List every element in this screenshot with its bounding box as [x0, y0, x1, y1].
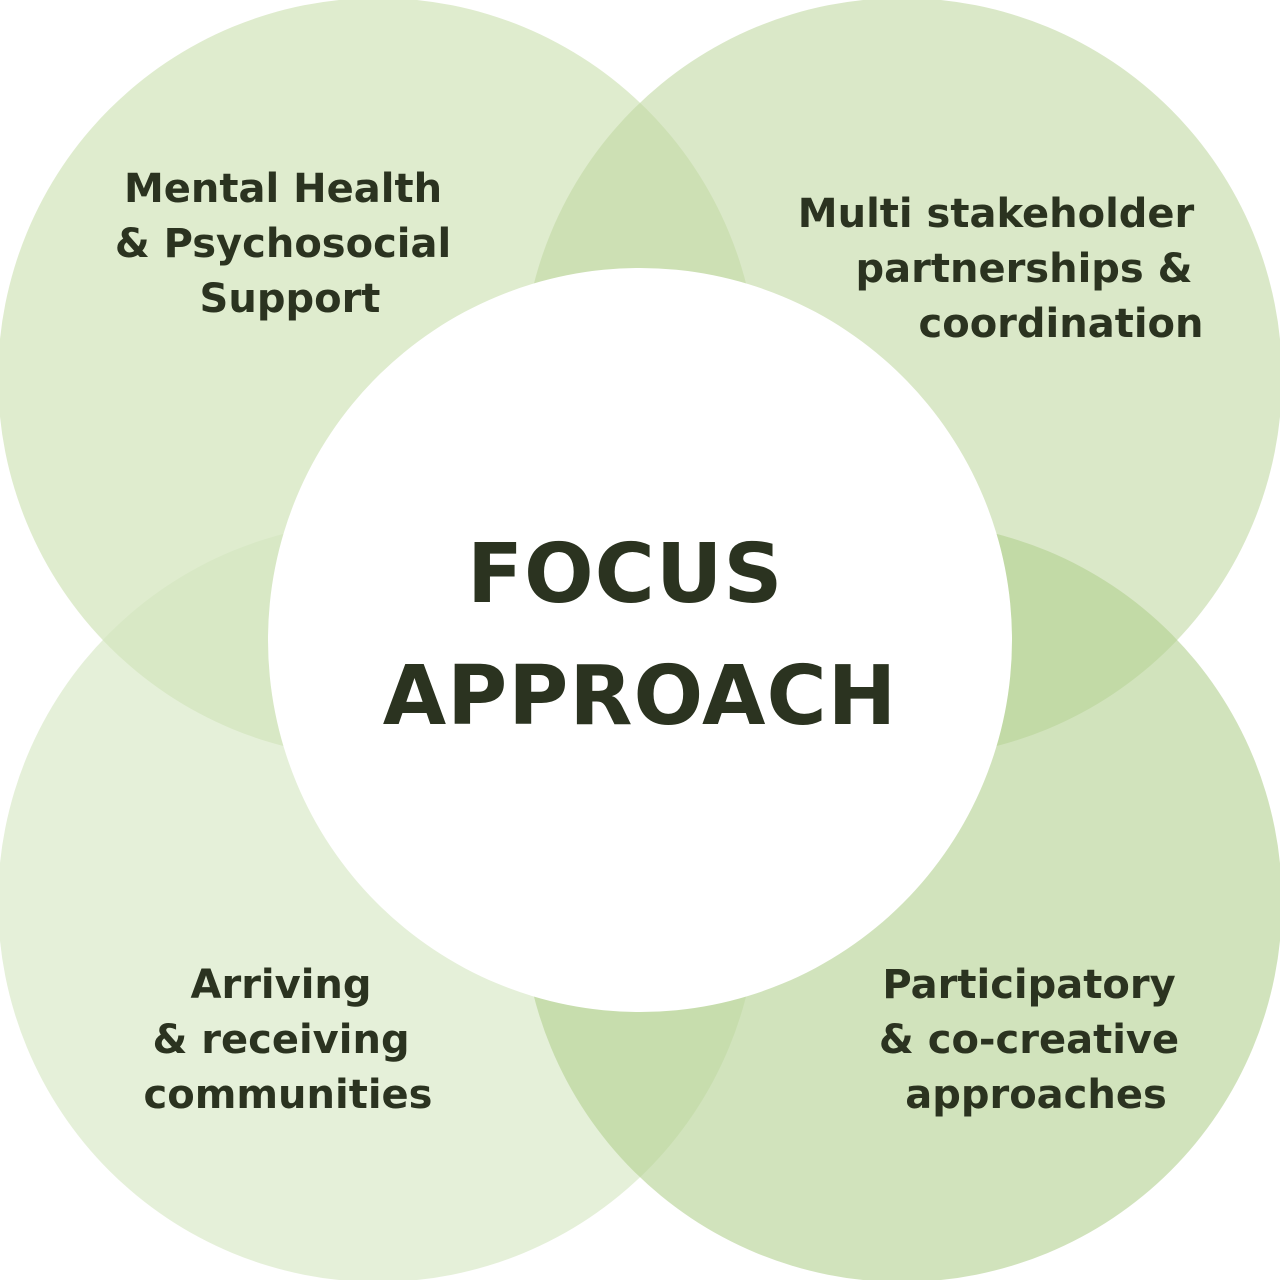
label-arriving-receiving: Arriving & receiving communities [144, 962, 433, 1118]
label-mental-health: Mental Health & Psychosocial Support [115, 166, 465, 322]
center-circle [268, 268, 1012, 1012]
label-participatory: Participatory & co-creative approaches [879, 962, 1193, 1118]
label-multi-stakeholder: Multi stakeholder partnerships & coordin… [798, 191, 1208, 347]
center-title: FOCUS APPROACH [383, 527, 898, 744]
